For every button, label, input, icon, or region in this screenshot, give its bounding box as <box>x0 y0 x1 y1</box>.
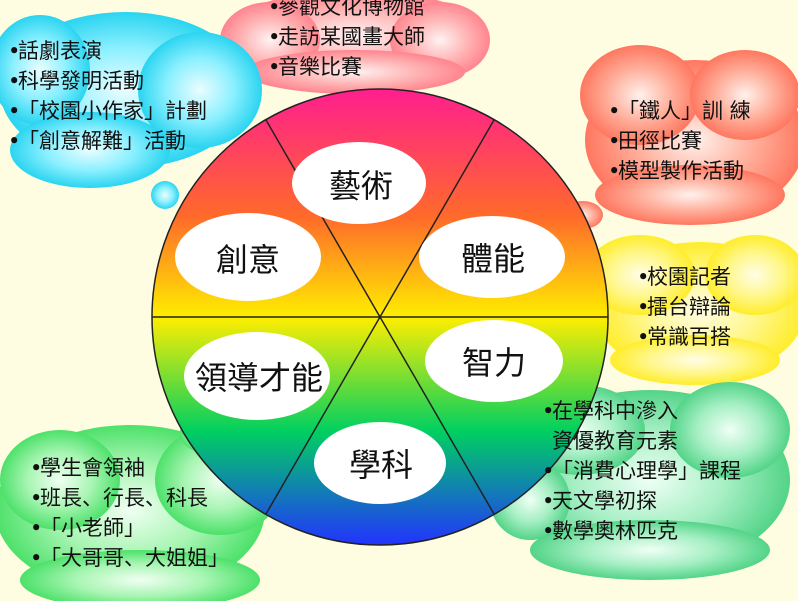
list-item: 資優教育元素 <box>552 429 678 453</box>
list-item: 「消費心理學」課程 <box>542 456 741 486</box>
oval-creativity <box>175 213 321 301</box>
list-item: 班長、行長、科長 <box>30 483 229 513</box>
segment-label-intellect: 智力 <box>461 344 527 382</box>
list-item: 在學科中滲入 <box>542 396 741 426</box>
list-item: 「小老師」 <box>30 513 229 543</box>
list-item: 參觀文化博物館 <box>268 0 425 22</box>
list-item: 天文學初探 <box>542 486 741 516</box>
list-item: 田徑比賽 <box>608 126 751 156</box>
list-item: 學生會領袖 <box>30 453 229 483</box>
list-item: 「創意解難」活動 <box>8 126 207 156</box>
oval-physical <box>419 216 565 298</box>
segment-label-physical: 體能 <box>460 240 526 278</box>
intellect-activity-list: 校園記者 擂台辯論 常識百搭 <box>637 262 731 352</box>
list-item: 「鐵人」訓 練 <box>608 96 751 126</box>
creativity-activity-list: 話劇表演 科學發明活動 「校園小作家」計劃 「創意解難」活動 <box>8 36 207 156</box>
list-item: 音樂比賽 <box>268 52 425 82</box>
list-item: 科學發明活動 <box>8 66 207 96</box>
segment-label-academic: 學科 <box>348 446 414 484</box>
list-item: 走訪某國畫大師 <box>268 22 425 52</box>
segment-label-creativity: 創意 <box>215 241 281 279</box>
list-item: 「校園小作家」計劃 <box>8 96 207 126</box>
list-item: 模型製作活動 <box>608 156 751 186</box>
list-item: 常識百搭 <box>637 322 731 352</box>
list-item: 「大哥哥、大姐姐」 <box>30 543 229 573</box>
list-item: 數學奧林匹克 <box>542 516 741 546</box>
oval-leadership <box>184 332 330 420</box>
leadership-activity-list: 學生會領袖 班長、行長、科長 「小老師」 「大哥哥、大姐姐」 <box>30 453 229 573</box>
wheel-divider-diagonal-b <box>265 119 495 515</box>
list-item: 擂台辯論 <box>637 292 731 322</box>
oval-arts <box>292 142 426 224</box>
talent-wheel <box>151 88 609 546</box>
segment-label-leadership: 領導才能 <box>194 359 324 397</box>
segment-label-arts: 藝術 <box>328 167 394 205</box>
oval-academic <box>314 422 446 504</box>
physical-activity-list: 「鐵人」訓 練 田徑比賽 模型製作活動 <box>608 96 751 186</box>
academic-activity-list: 在學科中滲入 資優教育元素 「消費心理學」課程 天文學初探 數學奧林匹克 <box>542 396 741 546</box>
oval-intellect <box>425 320 563 402</box>
arts-activity-list: 參觀文化博物館 走訪某國畫大師 音樂比賽 <box>268 0 425 82</box>
list-item: 話劇表演 <box>8 36 207 66</box>
list-item: 校園記者 <box>637 262 731 292</box>
